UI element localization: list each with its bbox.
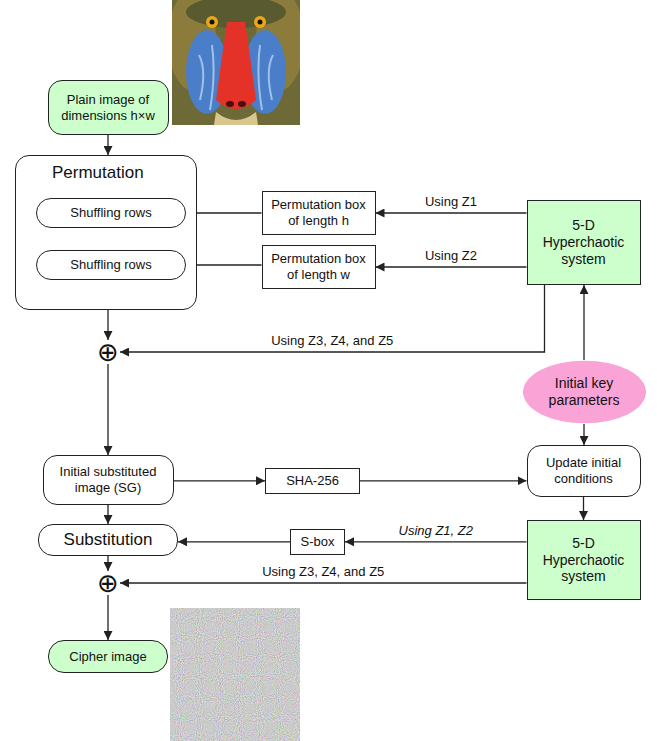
process-box: Shuffling rows — [36, 198, 186, 228]
arrow-connector — [186, 212, 262, 213]
node-text: Cipher image — [69, 649, 146, 665]
arrow-connector — [107, 505, 108, 524]
edge-label: Using Z3, Z4, and Z5 — [269, 333, 395, 349]
node-text: Plain image of dimensions h×w — [56, 92, 161, 123]
xor-symbol: ⊕ — [97, 339, 119, 365]
process-box: Initial substituted image (SG) — [43, 455, 174, 505]
arrow-connector — [107, 364, 108, 455]
key-ellipse: Initial key parameters — [522, 360, 647, 424]
hash-box: SHA-256 — [265, 468, 360, 494]
xor-symbol: ⊕ — [97, 570, 119, 596]
baboon-illustration — [172, 0, 300, 125]
edge-label: Using Z2 — [423, 248, 479, 264]
arrow-connector — [583, 497, 584, 520]
node-text: 5-D Hyperchaotic system — [535, 535, 633, 585]
arrow-connector — [178, 541, 290, 542]
system-box: 5-D Hyperchaotic system — [527, 520, 641, 600]
group-heading: Permutation — [52, 163, 144, 183]
node-text: Update initial conditions — [535, 455, 633, 486]
arrow-connector — [376, 266, 527, 267]
node-text: Shuffling rows — [70, 257, 151, 273]
process-box: Update initial conditions — [527, 445, 641, 497]
xor-operator: ⊕ — [96, 340, 120, 364]
node-text: Initial key parameters — [540, 375, 629, 409]
arrow-connector — [186, 264, 262, 265]
node-text: SHA-256 — [286, 473, 339, 489]
arrow-connector — [360, 480, 527, 481]
system-box: 5-D Hyperchaotic system — [527, 200, 641, 285]
sbox-box: S-box — [290, 529, 345, 555]
arrow-connector — [345, 541, 527, 542]
edge-label: Using Z1, Z2 — [397, 523, 475, 539]
arrow-connector — [120, 582, 527, 583]
arrow-connector — [174, 480, 266, 481]
process-group: Shuffling rowsShuffling rowsPermutation — [15, 155, 197, 310]
node-text: Substitution — [64, 530, 153, 550]
edge-label: Using Z3, Z4, and Z5 — [260, 564, 386, 580]
output-terminal: Cipher image — [48, 640, 168, 673]
arrow-connector — [107, 135, 108, 155]
permutation-box: Permutation box of length w — [262, 245, 376, 289]
node-text: Shuffling rows — [70, 205, 151, 221]
process-box: Substitution — [38, 524, 178, 556]
node-text: Permutation box of length w — [270, 251, 368, 282]
node-text: Initial substituted image (SG) — [51, 464, 166, 495]
cipher-noise-image — [170, 608, 300, 741]
xor-operator: ⊕ — [96, 571, 120, 595]
node-text: 5-D Hyperchaotic system — [535, 217, 633, 267]
arrow-connector — [107, 310, 108, 340]
arrow-connector — [107, 595, 108, 640]
input-terminal: Plain image of dimensions h×w — [48, 80, 169, 135]
node-text: Permutation box of length h — [270, 197, 368, 228]
arrow-connector — [583, 285, 584, 360]
edge-label: Using Z1 — [423, 194, 479, 210]
arrow-connector — [376, 212, 527, 213]
arrow-connector — [107, 556, 108, 571]
process-box: Shuffling rows — [36, 250, 186, 280]
node-text: S-box — [301, 534, 335, 550]
permutation-box: Permutation box of length h — [262, 191, 376, 235]
arrow-connector — [583, 424, 584, 445]
